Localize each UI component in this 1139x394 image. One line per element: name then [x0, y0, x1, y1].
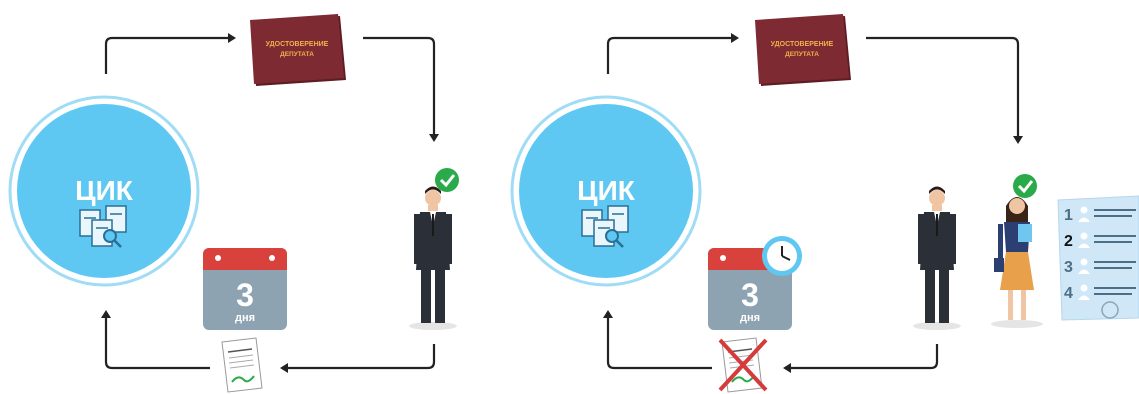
check-icon	[435, 168, 459, 192]
arrow-deputy-to-document	[280, 344, 436, 373]
check-icon-2	[1013, 174, 1037, 198]
cik-label: ЦИК	[75, 175, 134, 206]
arrow-document-to-cik	[101, 310, 210, 370]
stamp-icon	[1101, 301, 1119, 319]
arrow-certificate-to-candidate	[866, 36, 1023, 144]
calendar-unit: дня	[235, 312, 255, 324]
certificate2-line1: УДОСТОВЕРЕНИЕ	[771, 41, 834, 48]
list-number-1: 1	[1064, 207, 1073, 224]
certificate-line2: ДЕПУТАТА	[280, 51, 314, 58]
signed-document-icon	[221, 337, 263, 393]
calendar-number: 3	[236, 277, 254, 313]
calendar2-number: 3	[741, 277, 759, 313]
list-row-4: 4	[1064, 284, 1136, 302]
list-number-3: 3	[1064, 259, 1073, 276]
list-row-2: 2	[1064, 232, 1136, 250]
cik-circle-2: ЦИК	[510, 95, 702, 287]
arrow-cik-to-certificate	[104, 33, 236, 74]
deputy-figure	[409, 186, 457, 330]
next-candidate-figure	[991, 197, 1043, 328]
cik-circle: ЦИК	[8, 95, 200, 287]
list-number-4: 4	[1064, 285, 1073, 302]
cik-label-2: ЦИК	[577, 175, 636, 206]
certificate-line1: УДОСТОВЕРЕНИЕ	[266, 41, 329, 48]
cross-icon	[718, 338, 768, 392]
list-number-2: 2	[1064, 233, 1073, 250]
calendar-icon: 3 дня	[203, 248, 287, 330]
arrow-certificate-to-deputy	[363, 36, 439, 142]
left-scheme: ЦИК УДОСТОВЕРЕНИЕ ДЕПУТАТА	[8, 14, 459, 393]
arrow-cik-to-certificate-2	[606, 33, 739, 74]
documents-search-icon-2	[581, 205, 629, 248]
list-row-3: 3	[1064, 258, 1136, 276]
calendar2-unit: дня	[740, 312, 760, 324]
certificate2-line2: ДЕПУТАТА	[785, 51, 819, 58]
deputy-figure-2	[913, 186, 961, 330]
candidate-list-icon: 1 2 3 4	[1057, 195, 1139, 321]
deputy-certificate-book-2: УДОСТОВЕРЕНИЕ ДЕПУТАТА	[755, 14, 851, 86]
arrow-document-to-cik-2	[603, 310, 712, 370]
arrow-deputy-to-document-2	[783, 344, 939, 373]
deputy-certificate-book: УДОСТОВЕРЕНИЕ ДЕПУТАТА	[250, 14, 346, 86]
clock-icon	[762, 236, 802, 276]
right-scheme: ЦИК УДОСТОВЕРЕНИЕ ДЕПУТАТА	[510, 14, 1139, 393]
documents-search-icon	[79, 205, 127, 248]
list-row-1: 1	[1064, 206, 1136, 224]
